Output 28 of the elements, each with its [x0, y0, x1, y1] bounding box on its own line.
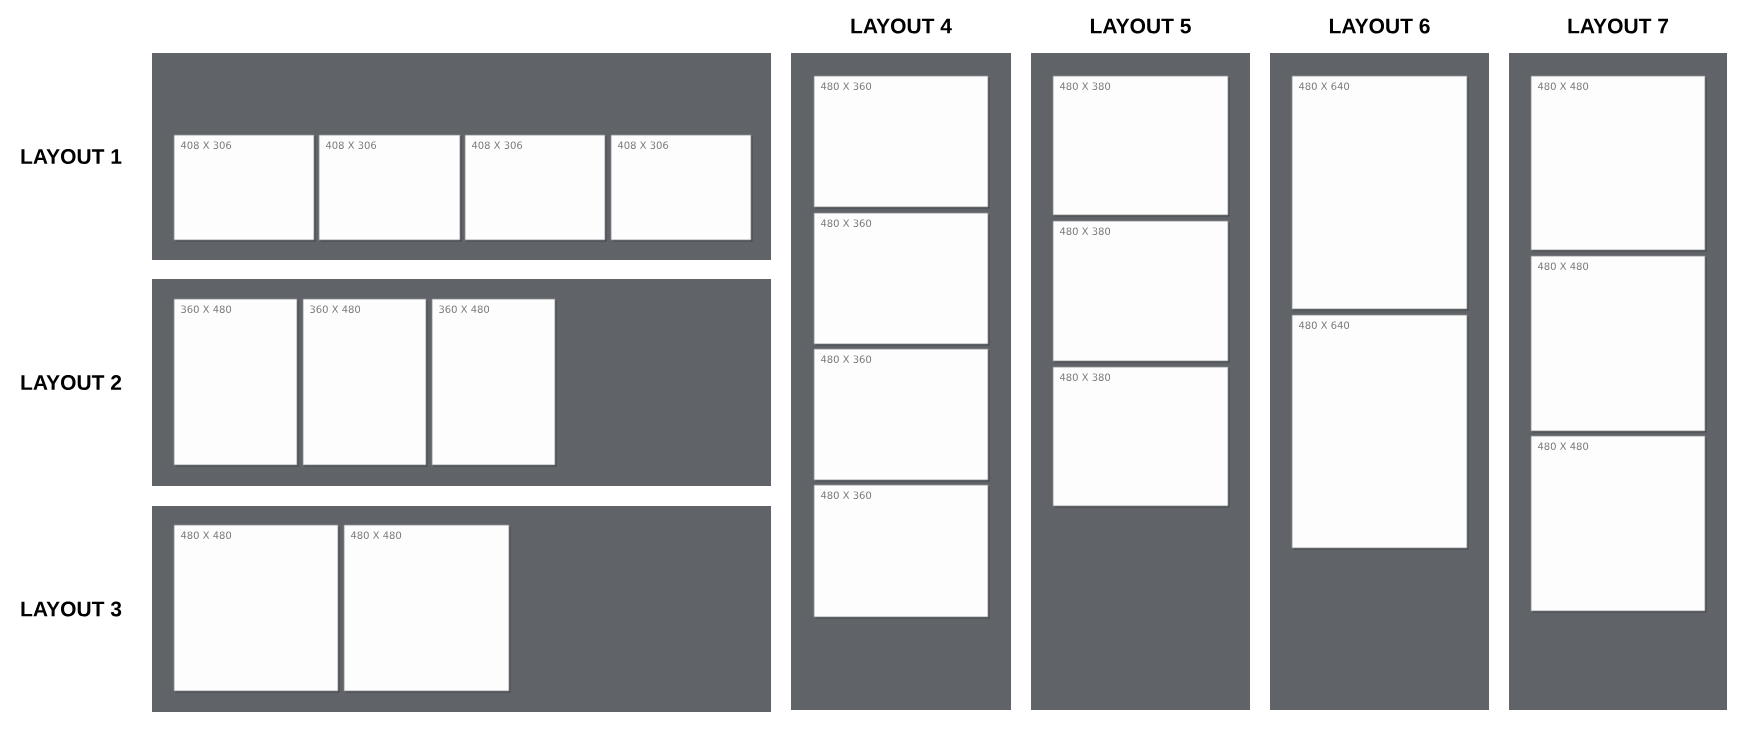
size-label: 480 X 360 [820, 491, 872, 499]
layout-heading: LAYOUT 1 [21, 149, 122, 164]
size-label: 480 X 360 [820, 355, 872, 363]
size-label: 480 X 480 [1537, 262, 1589, 270]
size-label: 480 X 480 [1537, 442, 1589, 450]
size-label: 408 X 306 [180, 141, 232, 149]
size-label: 408 X 306 [471, 141, 523, 149]
size-label: 408 X 306 [617, 141, 669, 149]
size-label: 360 X 480 [181, 305, 232, 313]
size-label: 480 X 360 [820, 219, 872, 227]
size-label: 480 X 380 [1059, 82, 1111, 90]
size-label: 480 X 640 [1298, 321, 1350, 329]
size-label: 480 X 380 [1059, 227, 1111, 235]
size-label: 480 X 480 [180, 531, 232, 539]
layout-heading: LAYOUT 6 [1329, 18, 1430, 34]
size-label: 480 X 640 [1298, 82, 1350, 90]
layout-heading: LAYOUT 3 [21, 601, 122, 617]
size-label: 408 X 306 [325, 141, 377, 149]
layout-heading: LAYOUT 5 [1090, 18, 1191, 34]
size-label: 480 X 360 [820, 82, 872, 90]
size-label: 360 X 480 [439, 305, 490, 313]
layout-heading: LAYOUT 7 [1568, 18, 1669, 34]
size-label: 480 X 480 [1537, 82, 1589, 90]
size-label: 360 X 480 [310, 305, 361, 313]
size-label: 480 X 380 [1059, 373, 1111, 381]
layout-heading: LAYOUT 4 [851, 18, 952, 34]
layout-heading: LAYOUT 2 [21, 375, 122, 390]
size-label: 480 X 480 [350, 531, 402, 539]
